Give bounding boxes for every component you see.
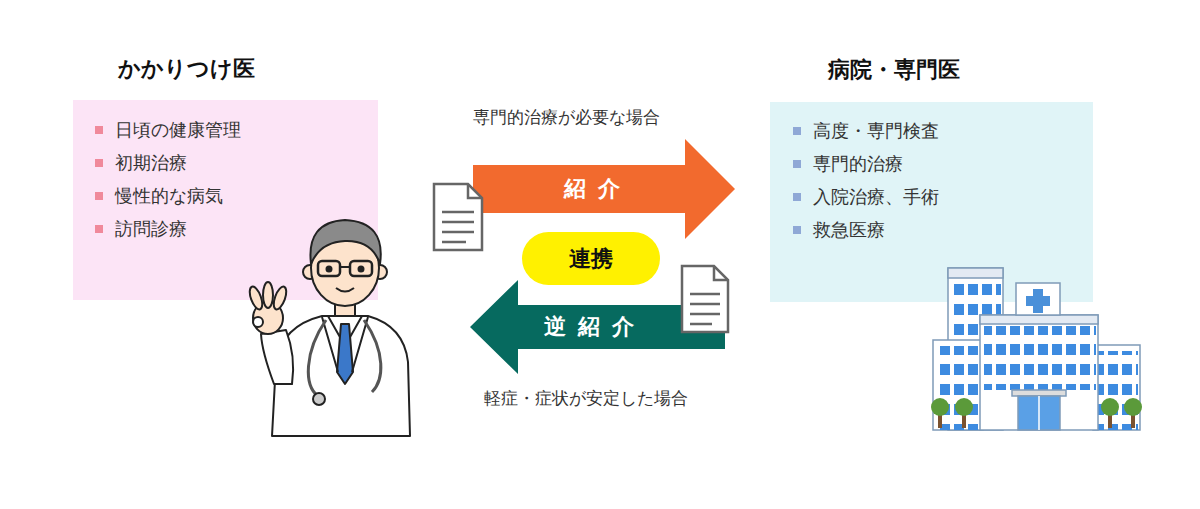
list-item: 初期治療 xyxy=(95,146,378,179)
box-heading: 病院・専門医 xyxy=(828,55,960,85)
list-item: 高度・専門検査 xyxy=(793,114,1093,147)
box-fill xyxy=(73,100,378,300)
list-item: 救急医療 xyxy=(793,213,1093,246)
list-item: 慢性的な病気 xyxy=(95,179,378,212)
box-heading: かかりつけ医 xyxy=(118,54,255,84)
box-fill xyxy=(770,102,1093,302)
list-item: 日頃の健康管理 xyxy=(95,113,378,146)
document-icon xyxy=(682,266,728,332)
arrow-label: 紹 介 xyxy=(564,174,622,204)
list-item: 入院治療、手術 xyxy=(793,180,1093,213)
condition-note: 専門的治療が必要な場合 xyxy=(473,106,660,129)
pill-text: 連携 xyxy=(569,244,613,274)
list-item: 専門的治療 xyxy=(793,147,1093,180)
hospital-illustration xyxy=(931,268,1142,430)
doctor-illustration xyxy=(247,220,410,436)
cooperation-pill: 連携 xyxy=(522,232,660,285)
family-doctor-box: かかりつけ医日頃の健康管理初期治療慢性的な病気訪問診療 xyxy=(73,100,378,300)
list-item: 訪問診療 xyxy=(95,212,378,245)
arrow-label: 逆 紹 介 xyxy=(544,312,635,342)
condition-note: 軽症・症状が安定した場合 xyxy=(484,387,688,410)
document-icon xyxy=(434,184,482,250)
block-arrow xyxy=(473,139,735,239)
hospital-box: 病院・専門医高度・専門検査専門的治療入院治療、手術救急医療 xyxy=(770,102,1093,302)
